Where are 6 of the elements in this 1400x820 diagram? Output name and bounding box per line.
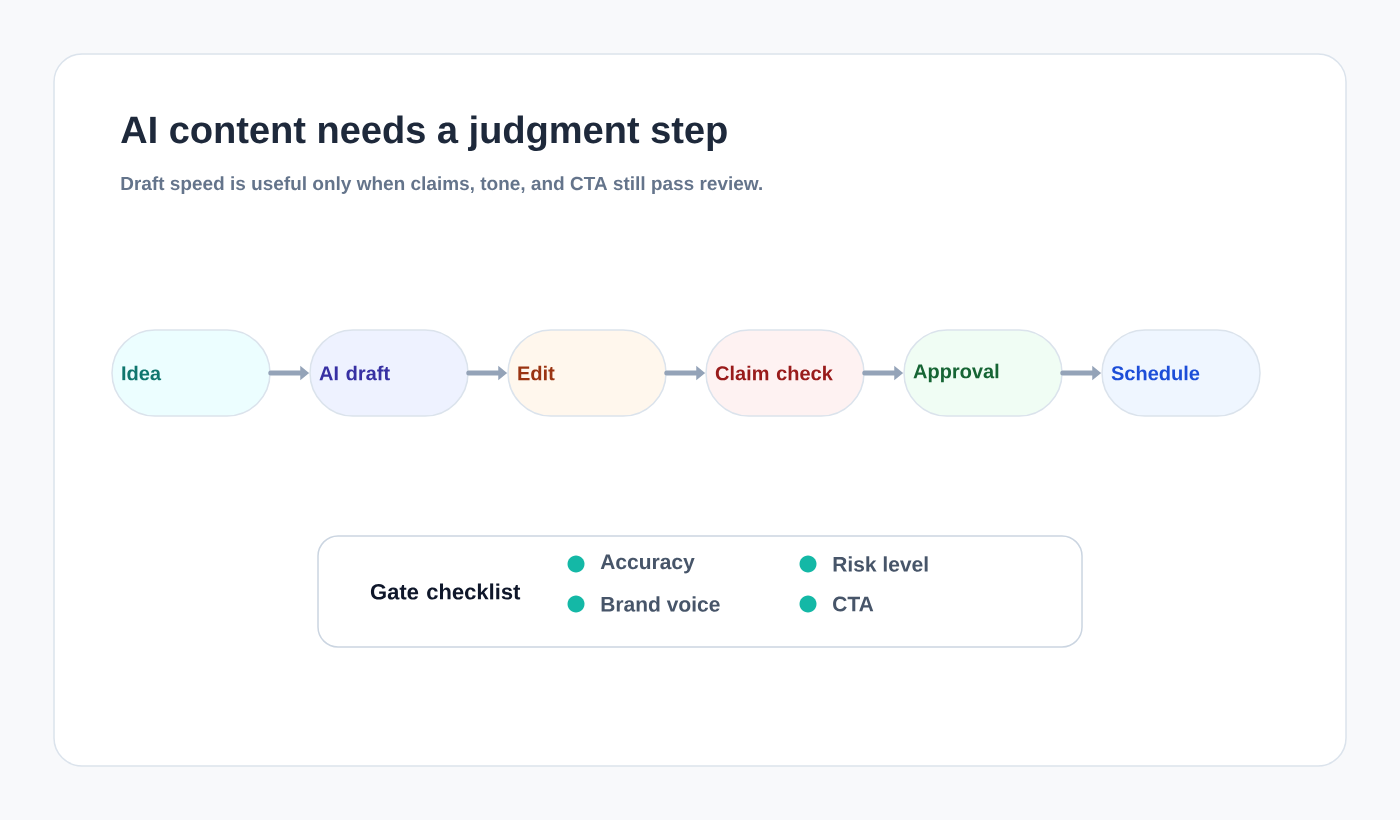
subtitle: Draft speed is useful only when claims, tone, and CTA still pass review. bbox=[121, 176, 762, 194]
checklist-item: CTA bbox=[833, 596, 874, 612]
checklist-item: Accuracy bbox=[600, 554, 695, 574]
checklist-item: Brand voice bbox=[601, 596, 720, 612]
checklist-item: Risk level bbox=[833, 556, 928, 572]
title: AI content needs a judgment step bbox=[121, 115, 727, 152]
